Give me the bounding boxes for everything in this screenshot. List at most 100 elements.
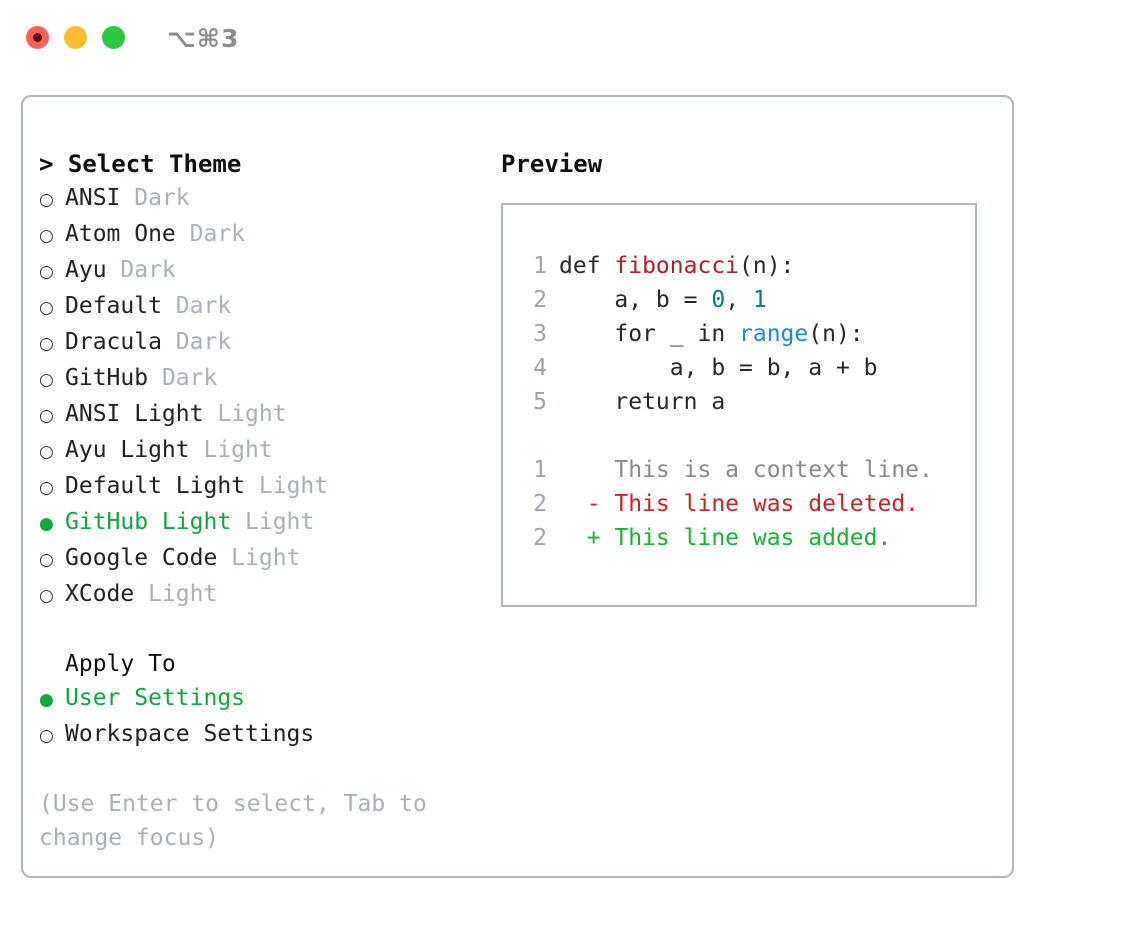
apply-to-option-workspace-settings[interactable]: ○ Workspace Settings: [39, 717, 479, 753]
code-line: 4 a, b = b, a + b: [521, 351, 975, 385]
apply-to-heading: Apply To: [65, 651, 176, 677]
apply-to-option-list: ● User Settings ○ Workspace Settings: [39, 681, 479, 753]
diff-line-text: + This line was added.: [559, 525, 892, 551]
code-line-text: a, b = 0, 1: [559, 283, 767, 317]
radio-unselected-icon: ○: [39, 442, 54, 462]
code-token-builtin: range: [739, 321, 809, 347]
main-panel: > Select Theme ○ANSI Dark○Atom One Dark○…: [21, 95, 1014, 878]
radio-unselected-icon: ○: [39, 406, 54, 426]
apply-to-option-label: Workspace Settings: [65, 721, 315, 747]
code-token-plain: (n):: [739, 253, 795, 279]
theme-option-ansi-light[interactable]: ○ ANSI Light Light: [39, 397, 479, 433]
theme-option-label: Ayu Light: [65, 437, 204, 463]
theme-option-ayu-light[interactable]: ○ Ayu Light Light: [39, 433, 479, 469]
theme-variant-tag: Light: [217, 401, 287, 427]
code-line-text: return a: [559, 385, 725, 419]
code-line-text: for _ in range(n):: [559, 317, 864, 351]
diff-line-add: 2 + This line was added.: [521, 521, 975, 555]
code-token-plain: a, b =: [559, 287, 712, 313]
line-number: 3: [533, 321, 547, 347]
theme-variant-tag: Dark: [134, 185, 190, 211]
theme-option-default-light[interactable]: ○ Default Light Light: [39, 469, 479, 505]
line-number: 1: [533, 457, 547, 483]
theme-selector-column: > Select Theme ○ANSI Dark○Atom One Dark○…: [39, 147, 479, 855]
code-token-plain: for _ in: [559, 321, 740, 347]
keyboard-shortcut-label: ⌥⌘3: [167, 24, 240, 53]
theme-option-label: GitHub Light: [65, 509, 246, 535]
theme-option-label: Atom One: [65, 221, 190, 247]
theme-variant-tag: Dark: [161, 365, 218, 391]
theme-option-github[interactable]: ○GitHub Dark: [39, 361, 479, 397]
radio-unselected-icon: ○: [39, 726, 54, 746]
line-number: 2: [533, 525, 547, 551]
radio-unselected-icon: ○: [39, 226, 54, 246]
code-line: 1 def fibonacci(n):: [521, 249, 975, 283]
theme-option-google-code[interactable]: ○Google Code Light: [39, 541, 479, 577]
code-line: 3 for _ in range(n):: [521, 317, 975, 351]
apply-to-option-user-settings[interactable]: ● User Settings: [39, 681, 479, 717]
theme-option-label: Google Code: [65, 545, 232, 571]
theme-variant-tag: Dark: [189, 221, 246, 247]
close-button[interactable]: [26, 26, 49, 49]
radio-unselected-icon: ○: [39, 586, 54, 606]
theme-option-default[interactable]: ○ Default Dark: [39, 289, 479, 325]
line-number: 4: [533, 355, 547, 381]
list-spacer: [39, 613, 479, 647]
line-number: 2: [533, 491, 547, 517]
code-token-func: fibonacci: [614, 253, 740, 279]
theme-option-label: ANSI Light: [65, 401, 218, 427]
diff-line-del: 2 - This line was deleted.: [521, 487, 975, 521]
theme-variant-tag: Light: [245, 509, 315, 535]
theme-variant-tag: Dark: [175, 329, 232, 355]
radio-unselected-icon: ○: [39, 190, 54, 210]
radio-unselected-icon: ○: [39, 478, 54, 498]
minimize-button[interactable]: [64, 26, 87, 49]
maximize-button[interactable]: [102, 26, 125, 49]
code-token-plain: def: [559, 253, 615, 279]
code-line: 5 return a: [521, 385, 975, 419]
code-token-num: 0: [711, 287, 726, 313]
theme-option-label: Default: [65, 293, 176, 319]
code-token-num: 1: [752, 287, 767, 313]
radio-unselected-icon: ○: [39, 550, 54, 570]
code-line-text: a, b = b, a + b: [559, 351, 878, 385]
code-token-plain: a, b = b, a + b: [559, 355, 878, 381]
diff-line-text: - This line was deleted.: [559, 491, 920, 517]
line-number: 2: [533, 287, 547, 313]
diff-line-ctx: 1 This is a context line.: [521, 453, 975, 487]
prompt-caret-icon: >: [39, 150, 68, 178]
theme-option-xcode[interactable]: ○XCode Light: [39, 577, 479, 613]
theme-variant-tag: Dark: [175, 293, 232, 319]
radio-unselected-icon: ○: [39, 298, 54, 318]
preview-heading: Preview: [501, 150, 603, 178]
theme-option-label: Default Light: [65, 473, 259, 499]
theme-option-github-light[interactable]: ● GitHub Light Light: [39, 505, 479, 541]
radio-selected-icon: ●: [39, 514, 54, 534]
theme-variant-tag: Light: [258, 473, 329, 499]
title-bar: ⌥⌘3: [0, 0, 1140, 76]
theme-option-ayu[interactable]: ○Ayu Dark: [39, 253, 479, 289]
code-line-text: def fibonacci(n):: [559, 249, 794, 283]
page-title: > Select Theme: [39, 147, 479, 181]
line-number: 1: [533, 253, 547, 279]
code-token-plain: ,: [725, 287, 753, 313]
code-token-plain: return a: [559, 389, 726, 415]
code-diff-spacer: [521, 419, 975, 453]
apply-to-option-label: User Settings: [65, 685, 246, 711]
theme-option-atom-one[interactable]: ○ Atom One Dark: [39, 217, 479, 253]
theme-option-ansi[interactable]: ○ ANSI Dark: [39, 181, 479, 217]
line-number: 5: [533, 389, 547, 415]
theme-variant-tag: Light: [203, 437, 273, 463]
diff-line-text: This is a context line.: [559, 457, 933, 483]
keyboard-hint-text: (Use Enter to select, Tab to change focu…: [39, 791, 427, 851]
theme-option-label: Dracula: [65, 329, 176, 355]
theme-option-label: ANSI: [65, 185, 135, 211]
radio-unselected-icon: ○: [39, 262, 54, 282]
theme-option-label: XCode: [65, 581, 149, 607]
code-line: 2 a, b = 0, 1: [521, 283, 975, 317]
theme-option-dracula[interactable]: ○Dracula Dark: [39, 325, 479, 361]
code-token-plain: (n):: [808, 321, 864, 347]
radio-selected-icon: ●: [39, 690, 54, 710]
